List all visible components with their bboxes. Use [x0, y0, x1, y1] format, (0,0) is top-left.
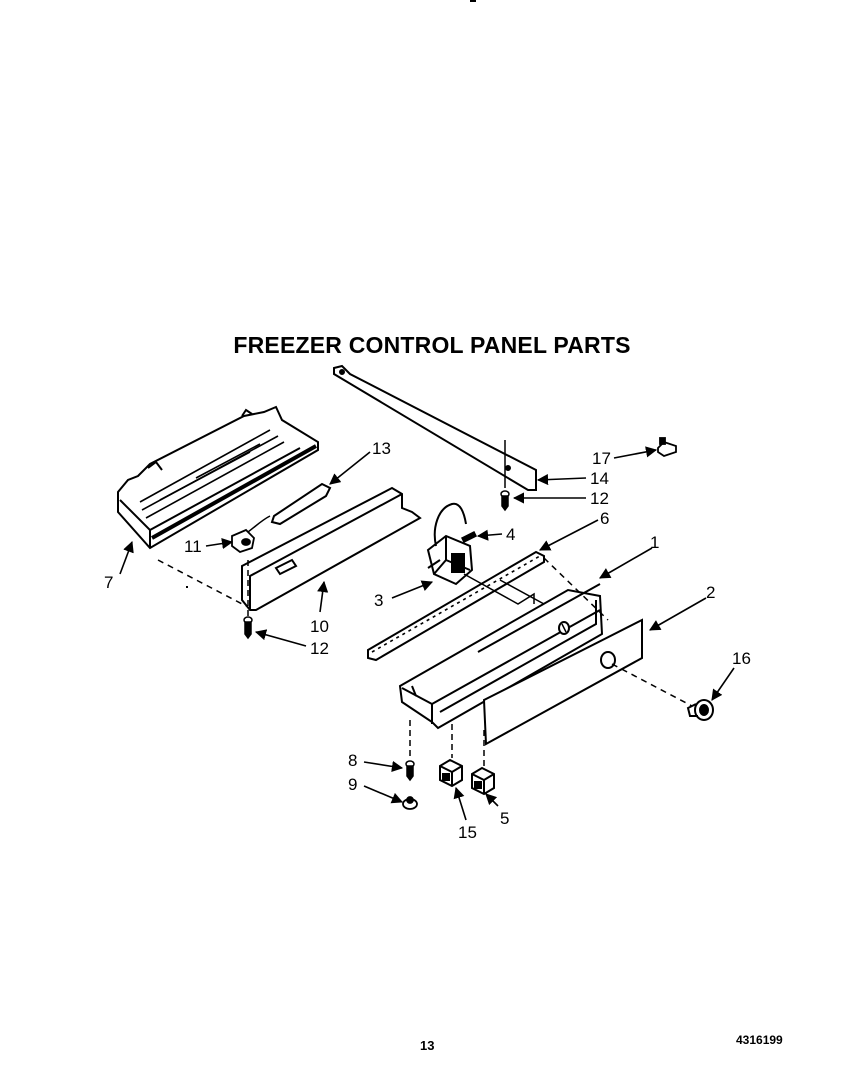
- leader-16: [711, 667, 735, 701]
- callout-9: 9: [348, 775, 357, 794]
- part-2-overlay: [482, 618, 643, 746]
- callout-4: 4: [506, 525, 515, 544]
- part-6-bar: [367, 550, 545, 662]
- leader-12-left: [254, 629, 307, 647]
- part-11-sensor: [231, 528, 255, 554]
- part-14-bracket: [333, 364, 537, 491]
- leader-11: [205, 537, 234, 550]
- callout-3: 3: [374, 591, 383, 610]
- leader-1: [599, 547, 653, 579]
- leader-10: [317, 580, 329, 613]
- callout-5: 5: [500, 809, 509, 828]
- diagram-title: FREEZER CONTROL PANEL PARTS: [233, 332, 631, 358]
- leader-7: [119, 540, 134, 575]
- callout-12-top: 12: [590, 489, 609, 508]
- callout-17: 17: [592, 449, 611, 468]
- leader-15: [453, 786, 467, 821]
- part-7-back-panel: [117, 405, 319, 550]
- callout-10: 10: [310, 617, 329, 636]
- leader-13: [329, 451, 371, 485]
- leader-4: [476, 529, 503, 541]
- callout-labels: 1 2 3 4 5 6 7 8 9 10 11 12 12 13 14 15 1…: [104, 439, 751, 842]
- callout-14: 14: [590, 469, 609, 488]
- scan-marks: [186, 0, 476, 588]
- callout-8: 8: [348, 751, 357, 770]
- screw-4: [460, 530, 478, 544]
- callout-1: 1: [650, 533, 659, 552]
- leader-14: [536, 473, 587, 486]
- leader-17: [613, 446, 658, 459]
- part-5-switch: [471, 766, 495, 796]
- part-9-washer: [402, 796, 418, 810]
- leader-2: [649, 597, 707, 631]
- screw-12-top: [500, 490, 510, 512]
- leader-3: [391, 580, 434, 599]
- callout-15: 15: [458, 823, 477, 842]
- wire-13: [247, 515, 271, 533]
- document-number: 4316199: [736, 1033, 783, 1047]
- screw-12-left: [243, 616, 253, 640]
- leader-5: [485, 793, 499, 807]
- assembly-line-7-10: [157, 559, 247, 607]
- part-3-thermostat: [426, 502, 474, 586]
- assembly-line-2-16: [611, 663, 693, 707]
- callout-11: 11: [184, 537, 202, 556]
- callout-6: 6: [600, 509, 609, 528]
- callout-2: 2: [706, 583, 715, 602]
- leader-8: [363, 760, 404, 772]
- leader-lines: [119, 446, 735, 821]
- part-15-switch: [439, 758, 463, 788]
- leader-9: [363, 785, 404, 804]
- leader-6: [539, 519, 599, 551]
- part-13-clip: [270, 482, 332, 526]
- callout-12-left: 12: [310, 639, 329, 658]
- part-16-knob: [686, 699, 714, 721]
- callout-7: 7: [104, 573, 113, 592]
- part-17-clip: [657, 437, 677, 457]
- assembly-lines-internal: [463, 557, 609, 621]
- page-number: 13: [420, 1038, 435, 1053]
- callout-16: 16: [732, 649, 751, 668]
- callout-13: 13: [372, 439, 391, 458]
- part-8-screw: [405, 760, 415, 782]
- part-10-bracket: [241, 486, 422, 611]
